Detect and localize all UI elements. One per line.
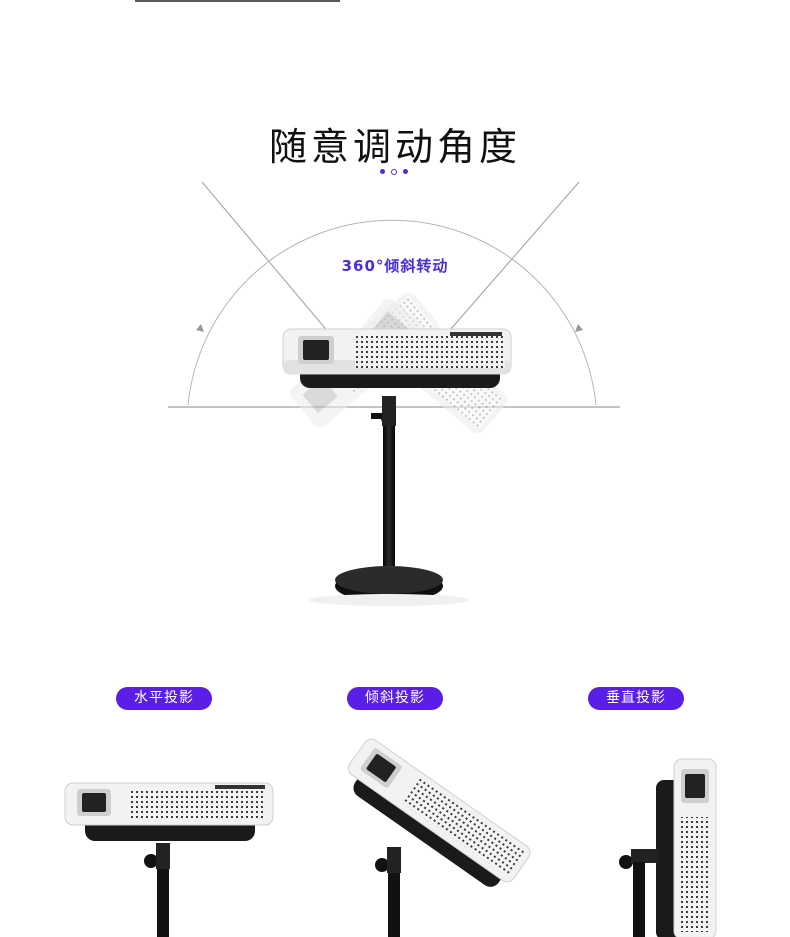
rotation-arc-icon: [187, 219, 597, 406]
top-image-edge: [135, 0, 340, 2]
tilted-projection-image: [347, 738, 531, 937]
vertical-projection-image: [619, 758, 717, 937]
mode-pill-vertical: 垂直投影: [588, 687, 684, 710]
tripod-stand-image: [309, 396, 469, 606]
horizontal-projection-image: [64, 782, 274, 937]
guide-line-right: [449, 181, 580, 331]
rotation-angle-label: 360°倾斜转动: [341, 257, 449, 275]
mode-pill-tilted: 倾斜投影: [347, 687, 443, 710]
page-title: 随意调动角度: [268, 125, 521, 169]
rotation-illustration: [168, 181, 620, 606]
main-projector-image: [282, 328, 512, 388]
mode-pill-horizontal: 水平投影: [116, 687, 212, 710]
title-dots-decoration: [380, 168, 410, 176]
